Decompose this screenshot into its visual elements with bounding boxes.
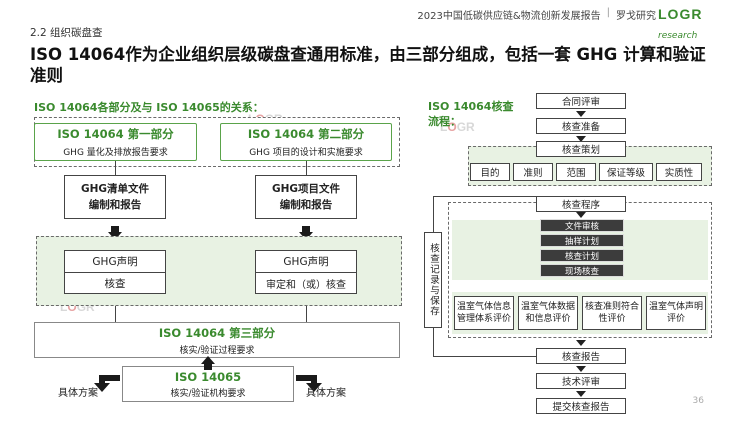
header-divider: | (606, 7, 610, 18)
step-prep: 核查准备 (536, 118, 626, 134)
evaluation-item: 温室气体声明评价 (646, 296, 706, 330)
plan-left-label: 具体方案 (58, 388, 98, 399)
doc1-line2: 编制和报告 (88, 199, 142, 211)
ghg-declaration-box-1: GHG声明 核查 (64, 250, 166, 294)
step-report: 核查报告 (536, 348, 626, 364)
procedure-step: 抽样计划 (540, 234, 624, 247)
iso-part3-box: ISO 14064 第三部分 核实/验证过程要求 (34, 322, 400, 358)
record-keeping-text: 核查记录与保存 (428, 243, 439, 317)
bent-arrow-right-icon (296, 375, 322, 392)
planning-item: 实质性 (656, 163, 702, 181)
planning-item: 保证等级 (599, 163, 653, 181)
decl1-top: GHG声明 (65, 251, 165, 273)
connector-line (306, 306, 307, 322)
connector-line (433, 196, 536, 197)
iso-part2-title: ISO 14064 第二部分 (247, 127, 365, 141)
main-title-line1: ISO 14064作为企业组织层级碳盘查通用标准，由三部分组成，包括一套 GHG… (30, 45, 706, 64)
planning-item: 范围 (556, 163, 596, 181)
doc2-line2: 编制和报告 (279, 199, 333, 211)
flow-arrow (576, 136, 586, 142)
iso-part1-desc: GHG 量化及排放报告要求 (63, 148, 168, 158)
procedure-step: 现场核查 (540, 264, 624, 277)
connector-line (433, 196, 434, 232)
planning-items: 目的 准则 范围 保证等级 实质性 (470, 163, 702, 181)
procedure-step: 核查计划 (540, 249, 624, 262)
ghg-declaration-box-2: GHG声明 审定和（或）核查 (255, 250, 357, 294)
doc1-line1: GHG清单文件 (80, 183, 150, 195)
down-arrow-icon (108, 226, 122, 240)
logr-logo: LOGR research (658, 4, 736, 41)
flow-arrow (576, 340, 586, 346)
connector-line (433, 356, 536, 357)
decl1-bottom: 核查 (104, 278, 126, 290)
iso-part2-desc: GHG 项目的设计和实施要求 (249, 148, 363, 158)
procedure-step: 文件审核 (540, 219, 624, 232)
org-name: 罗戈研究 (616, 11, 656, 22)
logo-main: LOGR (658, 6, 703, 22)
step-submit-report: 提交核查报告 (536, 398, 626, 414)
page-number: 36 (692, 396, 704, 406)
right-subtitle-line2: 流程： (428, 115, 461, 128)
iso-14065-title: ISO 14065 (174, 369, 242, 384)
evaluation-item: 核查准则符合性评价 (582, 296, 642, 330)
report-title: 2023中国低碳供应链&物流创新发展报告 (417, 11, 601, 22)
decl2-top: GHG声明 (256, 251, 356, 273)
main-title-line2: 准则 (30, 66, 63, 85)
connector-line (115, 306, 116, 322)
planning-item: 准则 (513, 163, 553, 181)
connector-line (306, 161, 307, 175)
connector-line (115, 161, 116, 175)
step-tech-review: 技术评审 (536, 373, 626, 389)
flow-arrow (576, 212, 586, 218)
logo-sub: research (658, 31, 698, 41)
right-subtitle: ISO 14064核查 流程： (428, 99, 513, 129)
iso-part3-title: ISO 14064 第三部分 (158, 325, 276, 340)
step-procedure: 核查程序 (536, 196, 626, 212)
flow-arrow (576, 391, 586, 397)
iso-part1-box: ISO 14064 第一部分 GHG 量化及排放报告要求 (34, 123, 197, 161)
step-contract-review: 合同评审 (536, 93, 626, 109)
evaluation-item: 温室气体数据和信息评价 (518, 296, 578, 330)
doc2-line1: GHG项目文件 (271, 183, 341, 195)
left-subtitle: ISO 14064各部分及与 ISO 14065的关系： (34, 101, 264, 114)
bent-arrow-left-icon (94, 375, 120, 392)
report-header: 2023中国低碳供应链&物流创新发展报告 | 罗戈研究 (417, 7, 656, 22)
flow-arrow (576, 366, 586, 372)
plan-right-label: 具体方案 (306, 388, 346, 399)
iso-part2-box: ISO 14064 第二部分 GHG 项目的设计和实施要求 (220, 123, 392, 161)
iso-part1-title: ISO 14064 第一部分 (57, 127, 174, 141)
flow-arrow (576, 111, 586, 117)
iso-14065-desc: 核实/验证机构要求 (170, 388, 246, 399)
main-title: ISO 14064作为企业组织层级碳盘查通用标准，由三部分组成，包括一套 GHG… (30, 44, 730, 86)
ghg-project-doc-box: GHG项目文件 编制和报告 (255, 175, 357, 219)
watermark-logo: LOGR (440, 120, 475, 134)
planning-item: 目的 (470, 163, 510, 181)
evaluation-item: 温室气体信息管理体系评价 (454, 296, 514, 330)
down-arrow-icon (299, 226, 313, 240)
connector-line (433, 328, 434, 356)
section-label: 2.2 组织碳盘查 (30, 27, 103, 39)
up-arrow-icon (201, 356, 215, 370)
record-keeping-label: 核查记录与保存 (424, 232, 442, 328)
iso-part3-desc: 核实/验证过程要求 (179, 345, 255, 356)
iso-14065-box: ISO 14065 核实/验证机构要求 (122, 366, 294, 402)
right-subtitle-line1: ISO 14064核查 (428, 100, 514, 113)
step-planning: 核查策划 (536, 141, 626, 157)
decl2-bottom: 审定和（或）核查 (266, 280, 346, 291)
ghg-inventory-doc-box: GHG清单文件 编制和报告 (64, 175, 166, 219)
